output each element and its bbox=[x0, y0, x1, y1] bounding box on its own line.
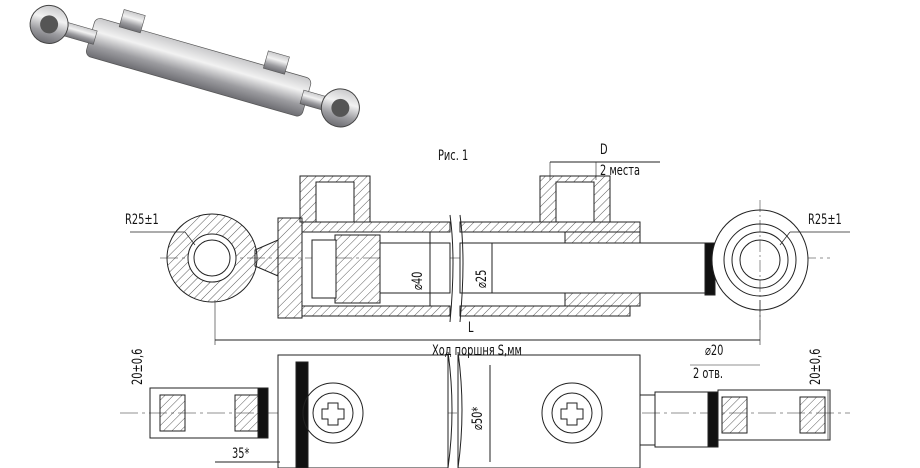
cylinder-3d-render bbox=[29, 4, 360, 128]
cylinder-side-view bbox=[120, 351, 850, 468]
left-eye-section bbox=[166, 213, 279, 303]
rod-diameter-label: ⌀25 bbox=[474, 269, 490, 288]
left-eye-radius-label: R25±1 bbox=[125, 212, 159, 228]
hole-count-label: 2 отв. bbox=[693, 366, 724, 382]
length-label: L bbox=[468, 320, 474, 336]
right-eye-width-label: 20±0,6 bbox=[808, 348, 824, 385]
hole-diameter-label: ⌀20 bbox=[705, 343, 724, 359]
left-eye-width-label: 20±0,6 bbox=[130, 348, 146, 385]
port-count-label: 2 места bbox=[600, 163, 640, 179]
offset-label: 35* bbox=[232, 446, 250, 462]
port-fitting-left bbox=[302, 382, 364, 444]
body-diameter-label: ⌀50* bbox=[470, 406, 486, 430]
right-eye-radius-label: R25±1 bbox=[808, 212, 842, 228]
right-eye-section bbox=[711, 200, 809, 330]
stroke-label: Ход поршня S,мм bbox=[432, 343, 522, 359]
figure-caption: Рис. 1 bbox=[438, 148, 469, 164]
cylinder-section bbox=[277, 175, 716, 323]
piston-diameter-label: ⌀40 bbox=[410, 271, 426, 290]
port-size-label: D bbox=[600, 142, 608, 158]
port-fitting-right bbox=[541, 382, 603, 444]
